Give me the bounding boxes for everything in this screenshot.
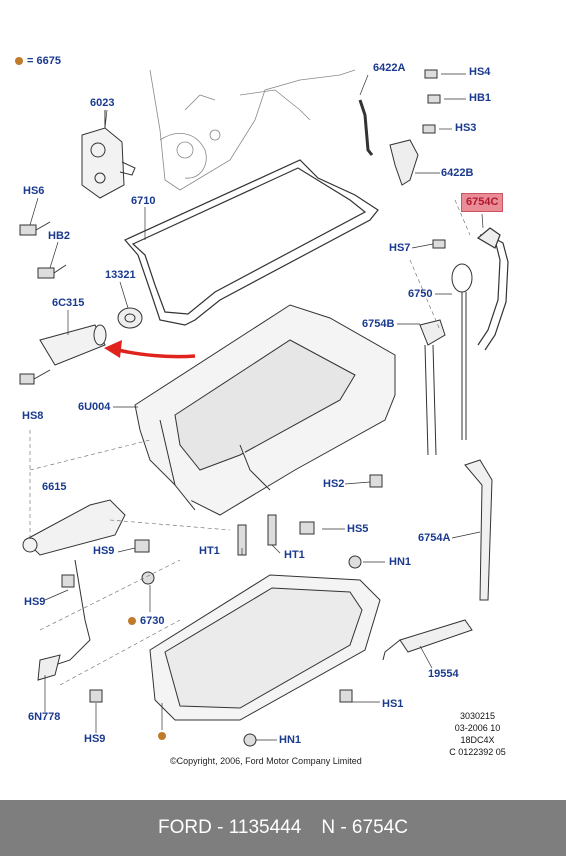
label-hs9-upper: HS9 [93,545,115,557]
engine-block-outline [149,69,356,191]
label-hb2: HB2 [48,230,71,242]
label-19554: 19554 [428,668,459,680]
ref-line-3: 18DC4X [460,735,495,745]
label-hs5: HS5 [347,523,369,535]
label-6U004: 6U004 [78,401,111,413]
label-ht1-right: HT1 [284,549,305,561]
label-13321: 13321 [105,269,136,281]
leader-lines [29,73,484,741]
bolts [19,69,446,747]
legend-dot-icon [15,57,23,65]
label-6754A: 6754A [418,532,451,544]
label-hn1-lower: HN1 [279,734,302,746]
label-hb1: HB1 [469,92,492,104]
ref-line-1: 3030215 [459,711,496,721]
part-6754B-tube [419,319,446,456]
label-6730: 6730 [140,615,165,627]
label-hs1: HS1 [382,698,404,710]
part-13321-bush [117,307,143,329]
parts-diagram [19,69,509,747]
label-6422A: 6422A [373,62,406,74]
part-6U004-oil-pan [134,304,396,516]
label-6750: 6750 [408,288,433,300]
part-19554-tool [382,619,473,661]
label-hs2: HS2 [323,478,345,490]
label-6C315: 6C315 [52,297,85,309]
label-6N778: 6N778 [28,711,61,723]
part-6750-dipstick [451,263,473,440]
marker-lower-dot-icon [158,732,166,740]
drawing-reference: 3030215 03-2006 10 18DC4X C 0122392 05 [445,710,510,758]
label-6615: 6615 [42,481,67,493]
label-hn1-upper: HN1 [389,556,412,568]
part-6710-gasket [124,159,379,326]
copyright-text: ©Copyright, 2006, Ford Motor Company Lim… [170,756,362,766]
legend: = 6675 [15,55,61,67]
label-hs3: HS3 [455,122,477,134]
part-6N778-tube [37,559,91,681]
label-6023: 6023 [90,97,115,109]
part-6422-breather [358,99,419,186]
label-hs8: HS8 [22,410,44,422]
label-6710: 6710 [131,195,156,207]
label-hs9-lower: HS9 [84,733,106,745]
part-6615-pickup [22,499,126,556]
label-hs6: HS6 [23,185,45,197]
red-arrow-indicator [104,340,196,359]
footer-ford-number: N - 6754C [321,817,408,838]
label-hs4: HS4 [469,66,491,78]
label-6422B: 6422B [441,167,474,179]
guide-lines [29,199,471,686]
label-6754C-highlighted: 6754C [461,193,504,212]
label-6754B: 6754B [362,318,395,330]
part-6754A-tube [464,459,493,601]
label-hs9-left: HS9 [24,596,46,608]
ref-line-4: C 0122392 05 [449,747,506,757]
footer-bar: FORD - 1135444 N - 6754C [0,800,566,856]
label-hs7: HS7 [389,242,411,254]
legend-text: = 6675 [27,55,61,67]
footer-part-number: FORD - 1135444 [158,817,302,838]
ref-line-2: 03-2006 10 [454,723,501,733]
label-ht1-left: HT1 [199,545,220,557]
part-6C315-pump [39,324,107,366]
marker-6730-dot-icon [128,617,136,625]
part-6754C-tube [476,227,509,351]
part-6023-bracket [81,110,136,199]
